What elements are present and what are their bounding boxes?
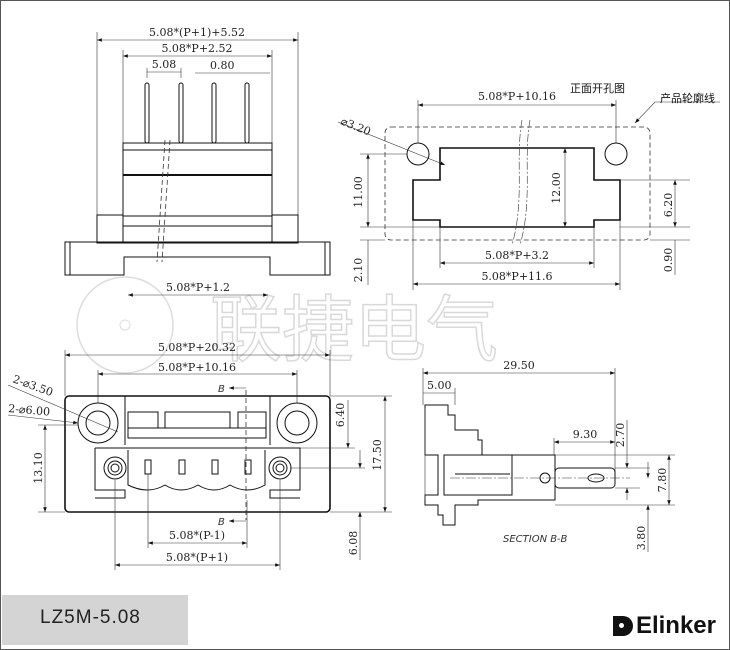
watermark-text: 联捷电气 [210,288,498,372]
dim-bottom: 5.08*P+1.2 [166,281,230,294]
section-label: SECTION B-B [503,534,568,545]
brand-name: Elinker [635,612,716,639]
dim-front-height: 13.10 [32,452,45,484]
dim-step: 6.20 [662,193,675,218]
dim-offset: 0.90 [662,248,675,273]
dim-length: 29.50 [503,359,535,372]
dim-large-hole: 2-⌀6.00 [8,402,51,419]
dim-pin: 0.80 [210,59,235,72]
panel-cutout-view: 正面开孔图 产品轮廓线 5.08*P+10.16 ⌀3.20 11.00 12.… [337,82,720,290]
dim-lower: 6.08 [347,531,360,556]
dim-wide-width: 5.08*P+11.6 [481,270,552,283]
dim-front-hole-pitch: 5.08*P+10.16 [158,361,236,374]
section-view: 29.50 5.00 9.30 2.70 7.80 3.80 SECTION B… [422,359,675,552]
model-label-box: LZ5M-5.08 [2,595,188,645]
dim-total-height: 17.50 [371,439,384,471]
dim-narrow-width: 5.08*P+3.2 [485,249,549,262]
dim-height-left: 11.00 [352,176,365,208]
dim-height-center: 12.00 [550,172,563,204]
top-view: 5.08*(P+1)+5.52 5.08*P+2.52 5.08 0.80 5.… [64,26,331,297]
watermark: 联捷电气 [76,276,499,374]
dim-body: 5.08*P+2.52 [161,42,232,55]
dim-a: 2.70 [614,423,627,448]
cutout-title: 正面开孔图 [570,82,625,95]
section-marker-top: B [218,384,225,395]
dim-screw-span: 5.08*(P+1) [166,551,228,564]
dim-pitch: 5.08 [152,58,177,71]
dim-bottom-offset: 2.10 [352,258,365,283]
dim-upper: 6.40 [334,403,347,428]
dim-pin-span: 5.08*(P-1) [169,529,225,542]
dim-c: 3.80 [635,526,648,551]
outline-label: 产品轮廓线 [660,91,715,105]
dim-flange: 5.00 [427,379,452,392]
logo-mark-icon [612,616,633,636]
dim-overall: 5.08*(P+1)+5.52 [149,26,245,39]
dim-front-overall: 5.08*P+20.32 [158,341,236,354]
dim-pin-length: 9.30 [573,428,598,441]
section-marker-bottom: B [218,517,225,528]
model-number: LZ5M-5.08 [40,607,141,628]
dim-b: 7.80 [656,468,669,493]
brand-logo: Elinker [612,612,716,640]
dim-hole-pitch: 5.08*P+10.16 [478,90,556,103]
